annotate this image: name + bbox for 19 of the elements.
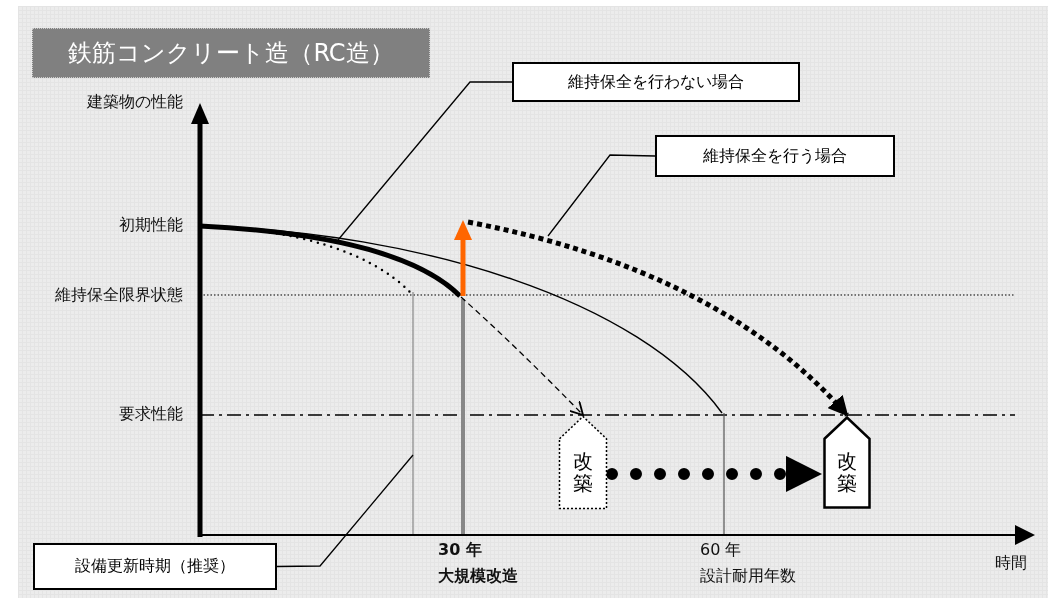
axis-label: 維持保全限界状態 [55, 285, 183, 306]
axis-label: 要求性能 [119, 404, 183, 425]
axis-label: 建築物の性能 [87, 92, 183, 113]
axis-label: 時間 [995, 553, 1027, 574]
leader-line [276, 454, 414, 568]
axis-label: 大規模改造 [438, 566, 518, 587]
leader-line [547, 154, 656, 237]
axis-label: 30 年 [438, 540, 482, 561]
title: 鉄筋コンクリート造（RC造） [32, 28, 430, 78]
arrow [467, 219, 849, 417]
time-marker-line [412, 291, 414, 536]
callout-box: 設備更新時期（推奨） [33, 543, 277, 590]
arrow [460, 296, 584, 416]
axis-label: 初期性能 [119, 215, 183, 236]
callout-box: 維持保全を行わない場合 [512, 62, 800, 102]
leader-line [337, 81, 513, 241]
axis-label: 設計耐用年数 [700, 566, 796, 587]
axis-label: 60 年 [700, 540, 742, 561]
callout-box: 維持保全を行う場合 [655, 135, 895, 177]
